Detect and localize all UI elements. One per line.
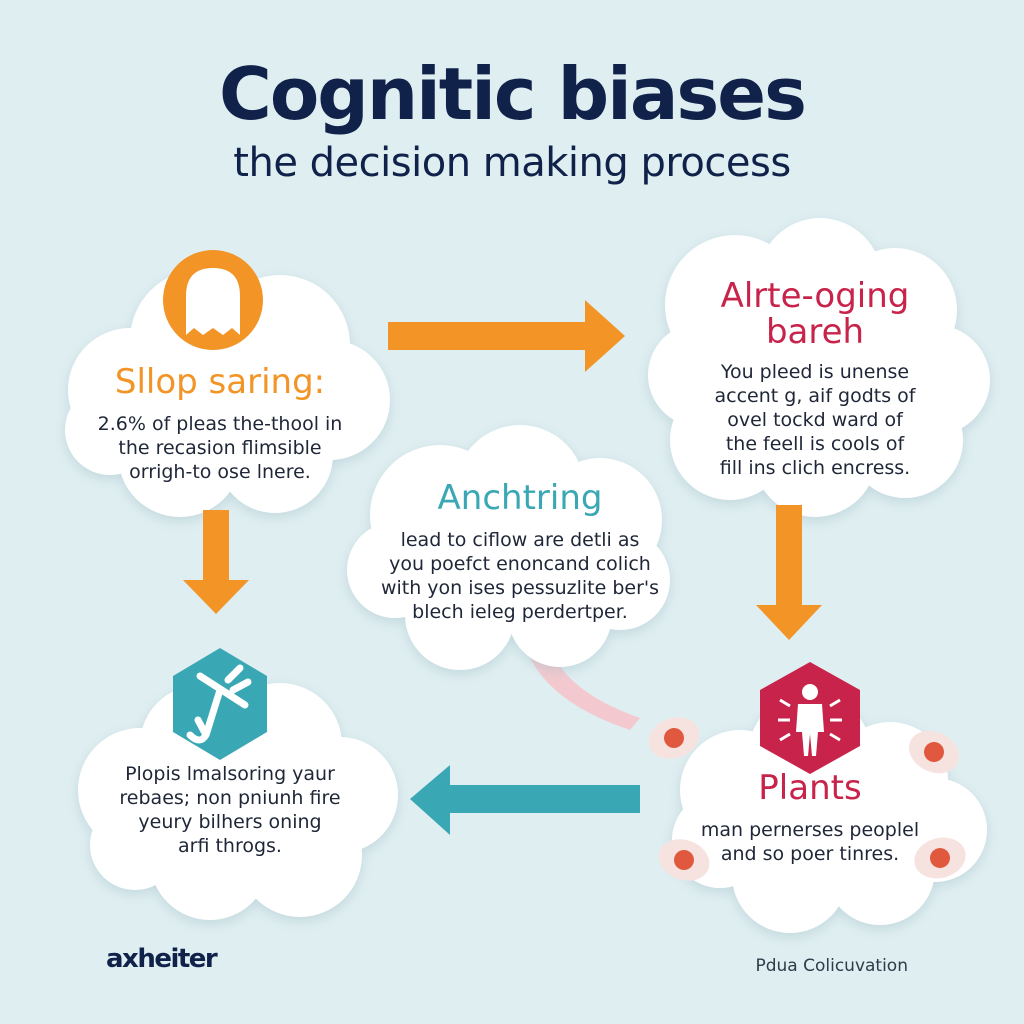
node-center-text: lead to ciflow are detli as you poefct e… <box>370 528 670 624</box>
node-top-left-line: orrigh-to ose lnere. <box>129 461 311 483</box>
node-bottom-right: Plants man pernerses peoplel and so poer… <box>690 770 930 866</box>
credit-text: Pdua Colicuvation <box>755 956 908 976</box>
node-center: Anchtring lead to ciflow are detli as yo… <box>370 480 670 624</box>
node-top-right-title-line: bareh <box>765 312 865 352</box>
node-top-right: Alrte-oging bareh You pleed is unense ac… <box>690 278 940 480</box>
node-top-right-text: You pleed is unense accent g, aif godts … <box>690 360 940 480</box>
ghost-icon <box>163 250 263 350</box>
node-bottom-left: Plopis lmalsoring yaur rebaes; non pniun… <box>90 762 370 858</box>
node-bottom-left-line: Plopis lmalsoring yaur <box>125 763 335 785</box>
node-bottom-left-text: Plopis lmalsoring yaur rebaes; non pniun… <box>90 762 370 858</box>
node-bottom-right-title: Plants <box>758 768 862 808</box>
brand-logo: axheiter <box>106 944 218 974</box>
arrow-down-left-icon <box>183 510 249 614</box>
node-center-line: with yon ises pessuzlite ber's <box>380 577 660 599</box>
node-center-line: you poefct enoncand colich <box>389 553 651 575</box>
node-top-left-line: the recasion flimsible <box>118 437 322 459</box>
decor-blobs <box>648 717 966 881</box>
anchor-icon <box>173 648 267 760</box>
node-center-line: lead to ciflow are detli as <box>400 529 640 551</box>
cloud-center <box>347 425 670 670</box>
arrow-down-right-icon <box>756 505 822 640</box>
arrow-left-icon <box>410 765 640 835</box>
node-bottom-right-line: and so poer tinres. <box>720 843 900 865</box>
node-center-line: blech ieleg perdertper. <box>412 601 628 623</box>
node-top-right-line: ovel tockd ward of <box>727 409 903 431</box>
node-bottom-right-line: man pernerses peoplel <box>700 819 920 841</box>
node-top-left-text: 2.6% of pleas the-thool in the recasion … <box>70 412 370 484</box>
node-bottom-left-line: rebaes; non pniunh fire <box>119 787 341 809</box>
node-top-right-line: fill ins clich encress. <box>719 457 911 479</box>
node-center-title: Anchtring <box>437 478 603 518</box>
node-bottom-left-line: yeury bilhers oning <box>138 811 322 833</box>
node-top-right-line: You pleed is unense <box>720 361 910 383</box>
cloud-bottom-left <box>78 683 398 920</box>
node-top-right-line: the feell is cools of <box>725 433 905 455</box>
node-top-left-line: 2.6% of pleas the-thool in <box>97 413 343 435</box>
node-top-left: Sllop saring: 2.6% of pleas the-thool in… <box>70 364 370 484</box>
person-icon <box>760 662 860 774</box>
node-bottom-right-text: man pernerses peoplel and so poer tinres… <box>690 818 930 866</box>
page-subtitle: the decision making process <box>233 140 791 186</box>
node-top-right-title-line: Alrte-oging <box>720 276 910 316</box>
arrow-right-icon <box>388 300 625 372</box>
node-top-right-line: accent g, aif godts of <box>714 385 916 407</box>
node-bottom-left-line: arfi throgs. <box>178 835 282 857</box>
node-top-left-title: Sllop saring: <box>114 362 326 402</box>
node-top-right-title: Alrte-oging bareh <box>690 278 940 350</box>
cloud-top-right <box>648 218 990 517</box>
page-title: Cognitic biases <box>219 52 807 136</box>
